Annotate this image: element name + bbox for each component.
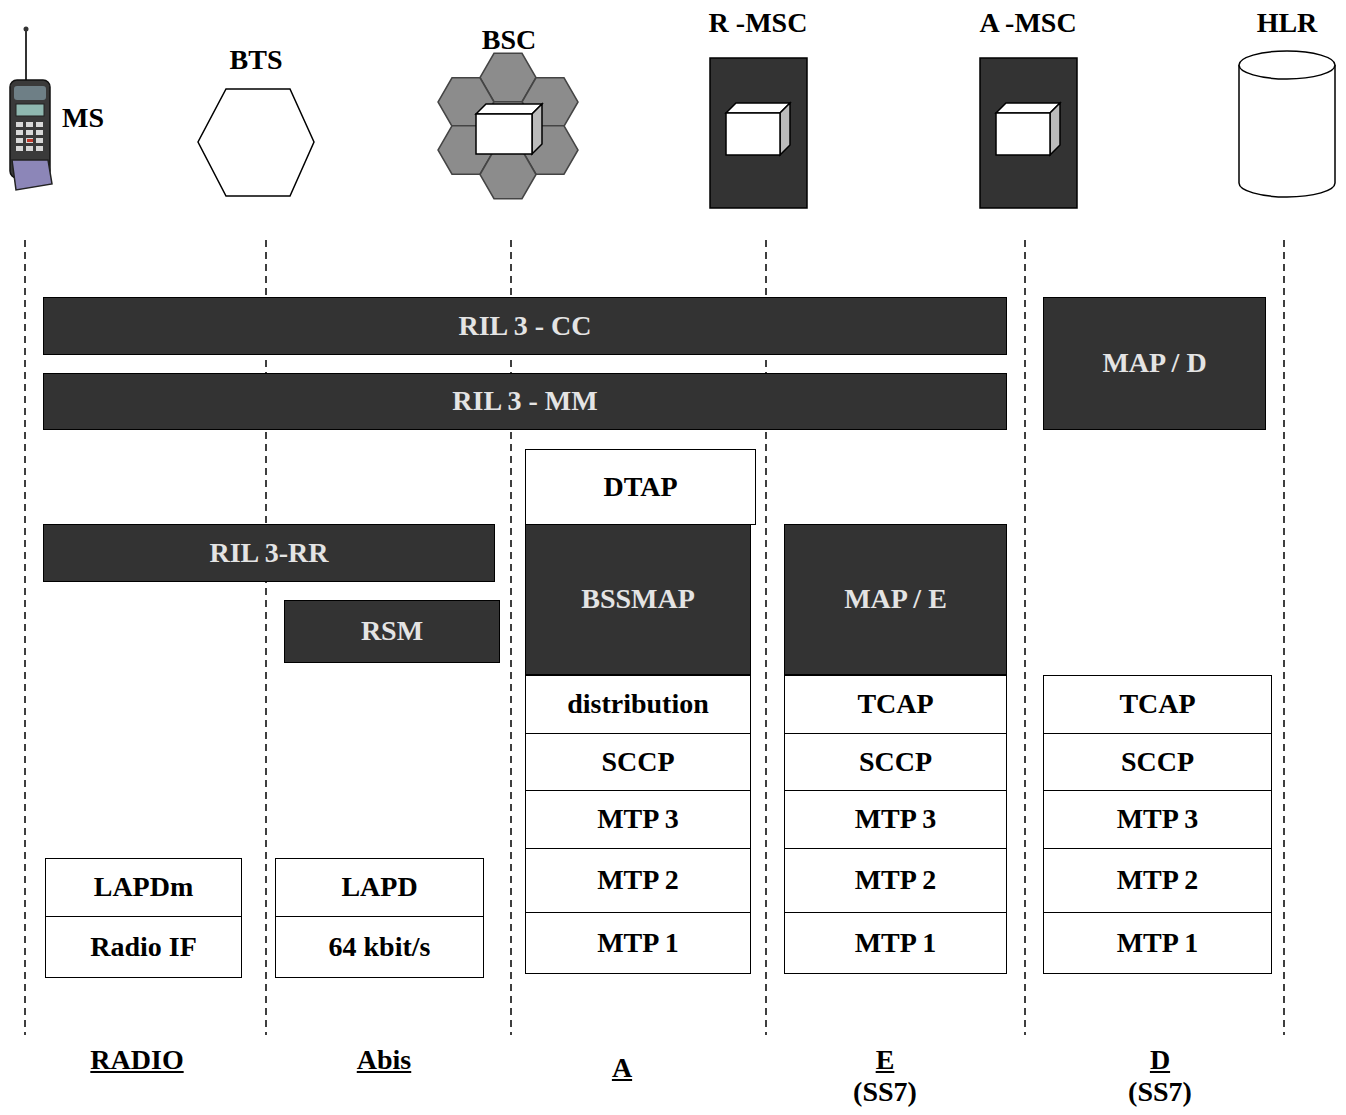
protocol-layer-box: Radio IF xyxy=(45,916,242,978)
msc-switch: R -MSC xyxy=(706,5,810,213)
protocol-layer-box: MTP 2 xyxy=(784,848,1007,913)
interface-name: Abis xyxy=(357,1044,411,1076)
protocol-layer-box: 64 kbit/s xyxy=(275,916,484,978)
protocol-layer-box: MTP 1 xyxy=(1043,912,1272,974)
protocol-layer-box: MTP 3 xyxy=(1043,790,1272,849)
layer-name: RSM xyxy=(361,615,423,647)
protocol-layer-box: MTP 3 xyxy=(525,790,751,849)
layer-name: MTP 2 xyxy=(1117,864,1199,896)
layer-name: LAPD xyxy=(341,871,417,903)
layer-name: TCAP xyxy=(1119,688,1195,720)
protocol-layer-box: SCCP xyxy=(525,733,751,791)
layer-name: SCCP xyxy=(601,746,674,778)
element-label: A -MSC xyxy=(946,7,1110,39)
interface-name: A xyxy=(612,1052,632,1084)
protocol-layer-box: DTAP xyxy=(525,449,756,525)
layer-name: MAP / D xyxy=(1102,347,1206,379)
protocol-layer-box: MTP 3 xyxy=(784,790,1007,849)
element-label: BTS xyxy=(160,44,352,76)
layer-name: MTP 3 xyxy=(855,803,937,835)
protocol-band: RIL 3 - MM xyxy=(43,373,1007,430)
layer-name: RIL 3 - CC xyxy=(458,310,591,342)
layer-name: distribution xyxy=(567,688,709,720)
layer-name: MAP / E xyxy=(844,583,947,615)
layer-name: BSSMAP xyxy=(581,583,695,615)
protocol-band: RSM xyxy=(284,600,500,663)
protocol-layer-box: LAPDm xyxy=(45,858,242,917)
interface-note: (SS7) xyxy=(853,1076,917,1108)
dashed-divider xyxy=(24,240,26,1035)
layer-name: Radio IF xyxy=(90,931,197,963)
bsc-cell-cluster: BSC xyxy=(420,20,598,205)
layer-name: DTAP xyxy=(603,471,677,503)
protocol-band: MAP / E xyxy=(784,524,1007,675)
protocol-band: BSSMAP xyxy=(525,524,751,675)
layer-name: RIL 3-RR xyxy=(209,537,328,569)
dashed-divider xyxy=(265,240,267,1035)
interface-name: E xyxy=(876,1044,895,1076)
dashed-divider xyxy=(765,240,767,1035)
protocol-layer-box: TCAP xyxy=(1043,675,1272,734)
layer-name: MTP 3 xyxy=(1117,803,1199,835)
protocol-layer-box: SCCP xyxy=(784,733,1007,791)
protocol-layer-box: TCAP xyxy=(784,675,1007,734)
protocol-layer-box: distribution xyxy=(525,675,751,734)
layer-name: LAPDm xyxy=(94,871,194,903)
element-label: R -MSC xyxy=(676,7,840,39)
element-label: HLR xyxy=(1204,7,1346,39)
layer-name: MTP 2 xyxy=(597,864,679,896)
protocol-layer-box: MTP 2 xyxy=(525,848,751,913)
layer-name: MTP 1 xyxy=(597,927,679,959)
layer-name: SCCP xyxy=(859,746,932,778)
layer-name: TCAP xyxy=(857,688,933,720)
dashed-divider xyxy=(1283,240,1285,1035)
mobile-station: MS xyxy=(0,24,122,194)
protocol-layer-box: MTP 1 xyxy=(784,912,1007,974)
protocol-band: MAP / D xyxy=(1043,297,1266,430)
layer-name: SCCP xyxy=(1121,746,1194,778)
dashed-divider xyxy=(510,240,512,1035)
dashed-divider xyxy=(1024,240,1026,1035)
interface-note: (SS7) xyxy=(1128,1076,1192,1108)
element-label: MS xyxy=(62,102,104,134)
layer-name: MTP 1 xyxy=(1117,927,1199,959)
msc-switch: A -MSC xyxy=(976,5,1080,213)
interface-name: RADIO xyxy=(90,1044,183,1076)
protocol-band: RIL 3 - CC xyxy=(43,297,1007,355)
bts-hexagon: BTS xyxy=(190,40,322,202)
element-label: BSC xyxy=(390,24,628,56)
protocol-layer-box: LAPD xyxy=(275,858,484,917)
protocol-layer-box: MTP 2 xyxy=(1043,848,1272,913)
layer-name: MTP 1 xyxy=(855,927,937,959)
layer-name: MTP 3 xyxy=(597,803,679,835)
layer-name: RIL 3 - MM xyxy=(452,385,597,417)
layer-name: MTP 2 xyxy=(855,864,937,896)
hlr-database: HLR xyxy=(1234,5,1340,201)
layer-name: 64 kbit/s xyxy=(329,931,431,963)
protocol-band: RIL 3-RR xyxy=(43,524,495,582)
protocol-layer-box: SCCP xyxy=(1043,733,1272,791)
protocol-layer-box: MTP 1 xyxy=(525,912,751,974)
interface-name: D xyxy=(1150,1044,1170,1076)
